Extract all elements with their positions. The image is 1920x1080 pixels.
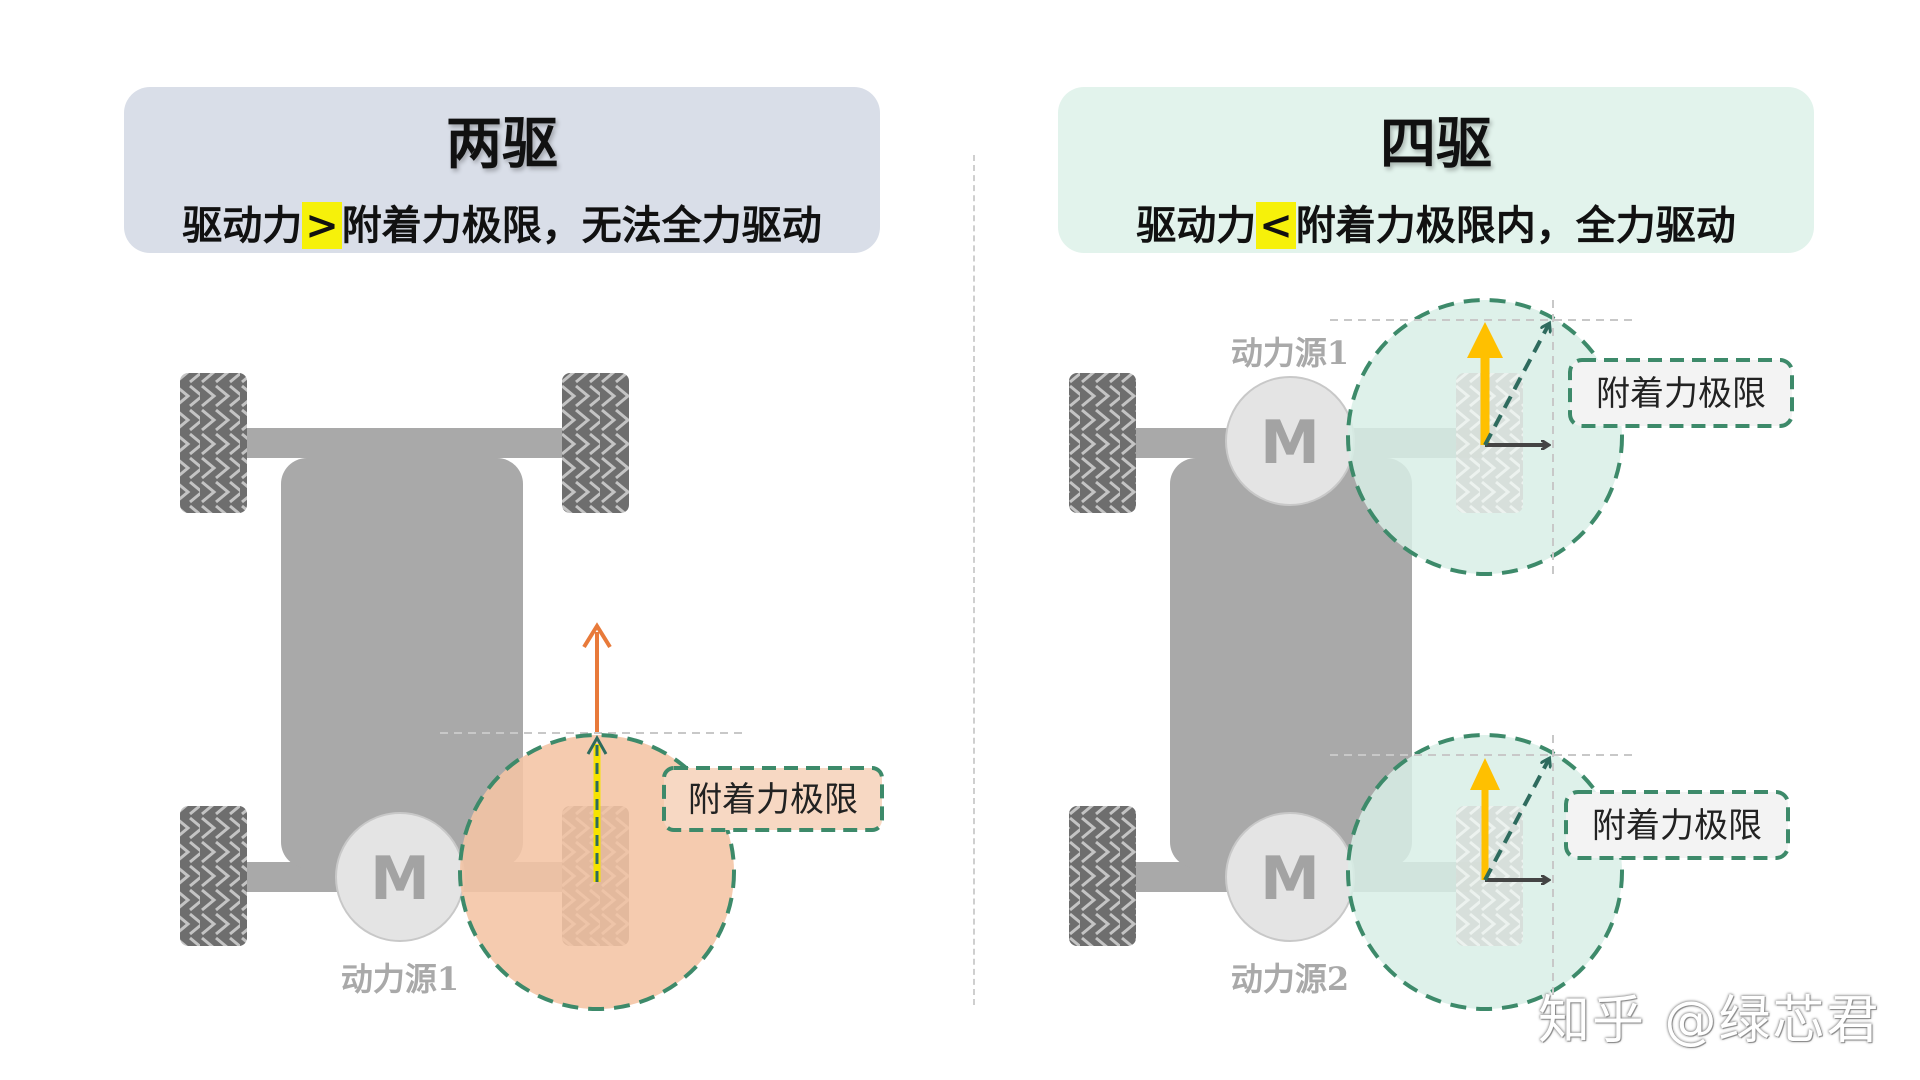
two-wheel-drive-comparison-sign: > — [302, 202, 342, 249]
two-wheel-drive-subtitle-post: 附着力极限，无法全力驱动 — [341, 202, 822, 249]
motor-label: 动力源1 — [341, 960, 459, 998]
center-divider — [973, 155, 975, 1005]
adhesion-limit-label-rear: 附着力极限 — [1592, 806, 1762, 846]
adhesion-limit-label-2wd: 附着力极限 — [688, 780, 858, 820]
front-left-tire — [1069, 373, 1136, 513]
front-left-tire — [180, 373, 247, 513]
adhesion-limit-label-front: 附着力极限 — [1596, 374, 1766, 414]
front-right-tire — [562, 373, 629, 513]
car-body — [1170, 458, 1412, 868]
resultant-force-arrow-rear — [1483, 759, 1549, 881]
four-wheel-drive-car: M 动力源1 M 动力源2 — [1069, 334, 1483, 998]
friction-circle-rear — [1330, 733, 1635, 1011]
four-wheel-drive-title: 四驱 — [1380, 111, 1492, 177]
watermark: 知乎 @绿芯君 — [1538, 991, 1881, 1051]
adhesion-limit-callout-front: 附着力极限 — [1568, 358, 1794, 428]
resultant-force-arrow-front — [1483, 324, 1549, 446]
drive-force-arrow-front — [1467, 322, 1503, 445]
car-body — [281, 458, 523, 868]
front-axle — [235, 428, 595, 458]
two-wheel-drive-title: 两驱 — [446, 111, 558, 177]
two-wheel-drive-subtitle: 驱动力>附着力极限，无法全力驱动 — [124, 193, 880, 251]
drive-force-arrow-rear — [1470, 758, 1500, 880]
two-wheel-drive-header: 两驱 驱动力>附着力极限，无法全力驱动 — [124, 87, 880, 253]
drive-force-arrow-2wd — [582, 622, 612, 882]
four-wheel-drive-subtitle-post: 附着力极限内，全力驱动 — [1295, 202, 1736, 249]
four-wheel-drive-subtitle: 驱动力<附着力极限内，全力驱动 — [1058, 193, 1814, 251]
rear-left-tire — [1069, 806, 1136, 946]
two-wheel-drive-subtitle-pre: 驱动力 — [182, 202, 303, 249]
four-wheel-drive-header: 四驱 驱动力<附着力极限内，全力驱动 — [1058, 87, 1814, 253]
friction-circle-front — [1330, 298, 1635, 580]
motor-label-front: 动力源1 — [1231, 334, 1349, 372]
motor-label-rear: 动力源2 — [1231, 960, 1349, 998]
motor-letter-front: M — [1260, 408, 1320, 478]
four-wheel-drive-comparison-sign: < — [1256, 202, 1296, 249]
adhesion-limit-callout-2wd: 附着力极限 — [662, 766, 884, 832]
motor-letter-rear: M — [1260, 844, 1320, 914]
motor-letter: M — [370, 844, 430, 914]
adhesion-limit-callout-rear: 附着力极限 — [1564, 790, 1790, 860]
rear-left-tire — [180, 806, 247, 946]
four-wheel-drive-subtitle-pre: 驱动力 — [1136, 202, 1257, 249]
